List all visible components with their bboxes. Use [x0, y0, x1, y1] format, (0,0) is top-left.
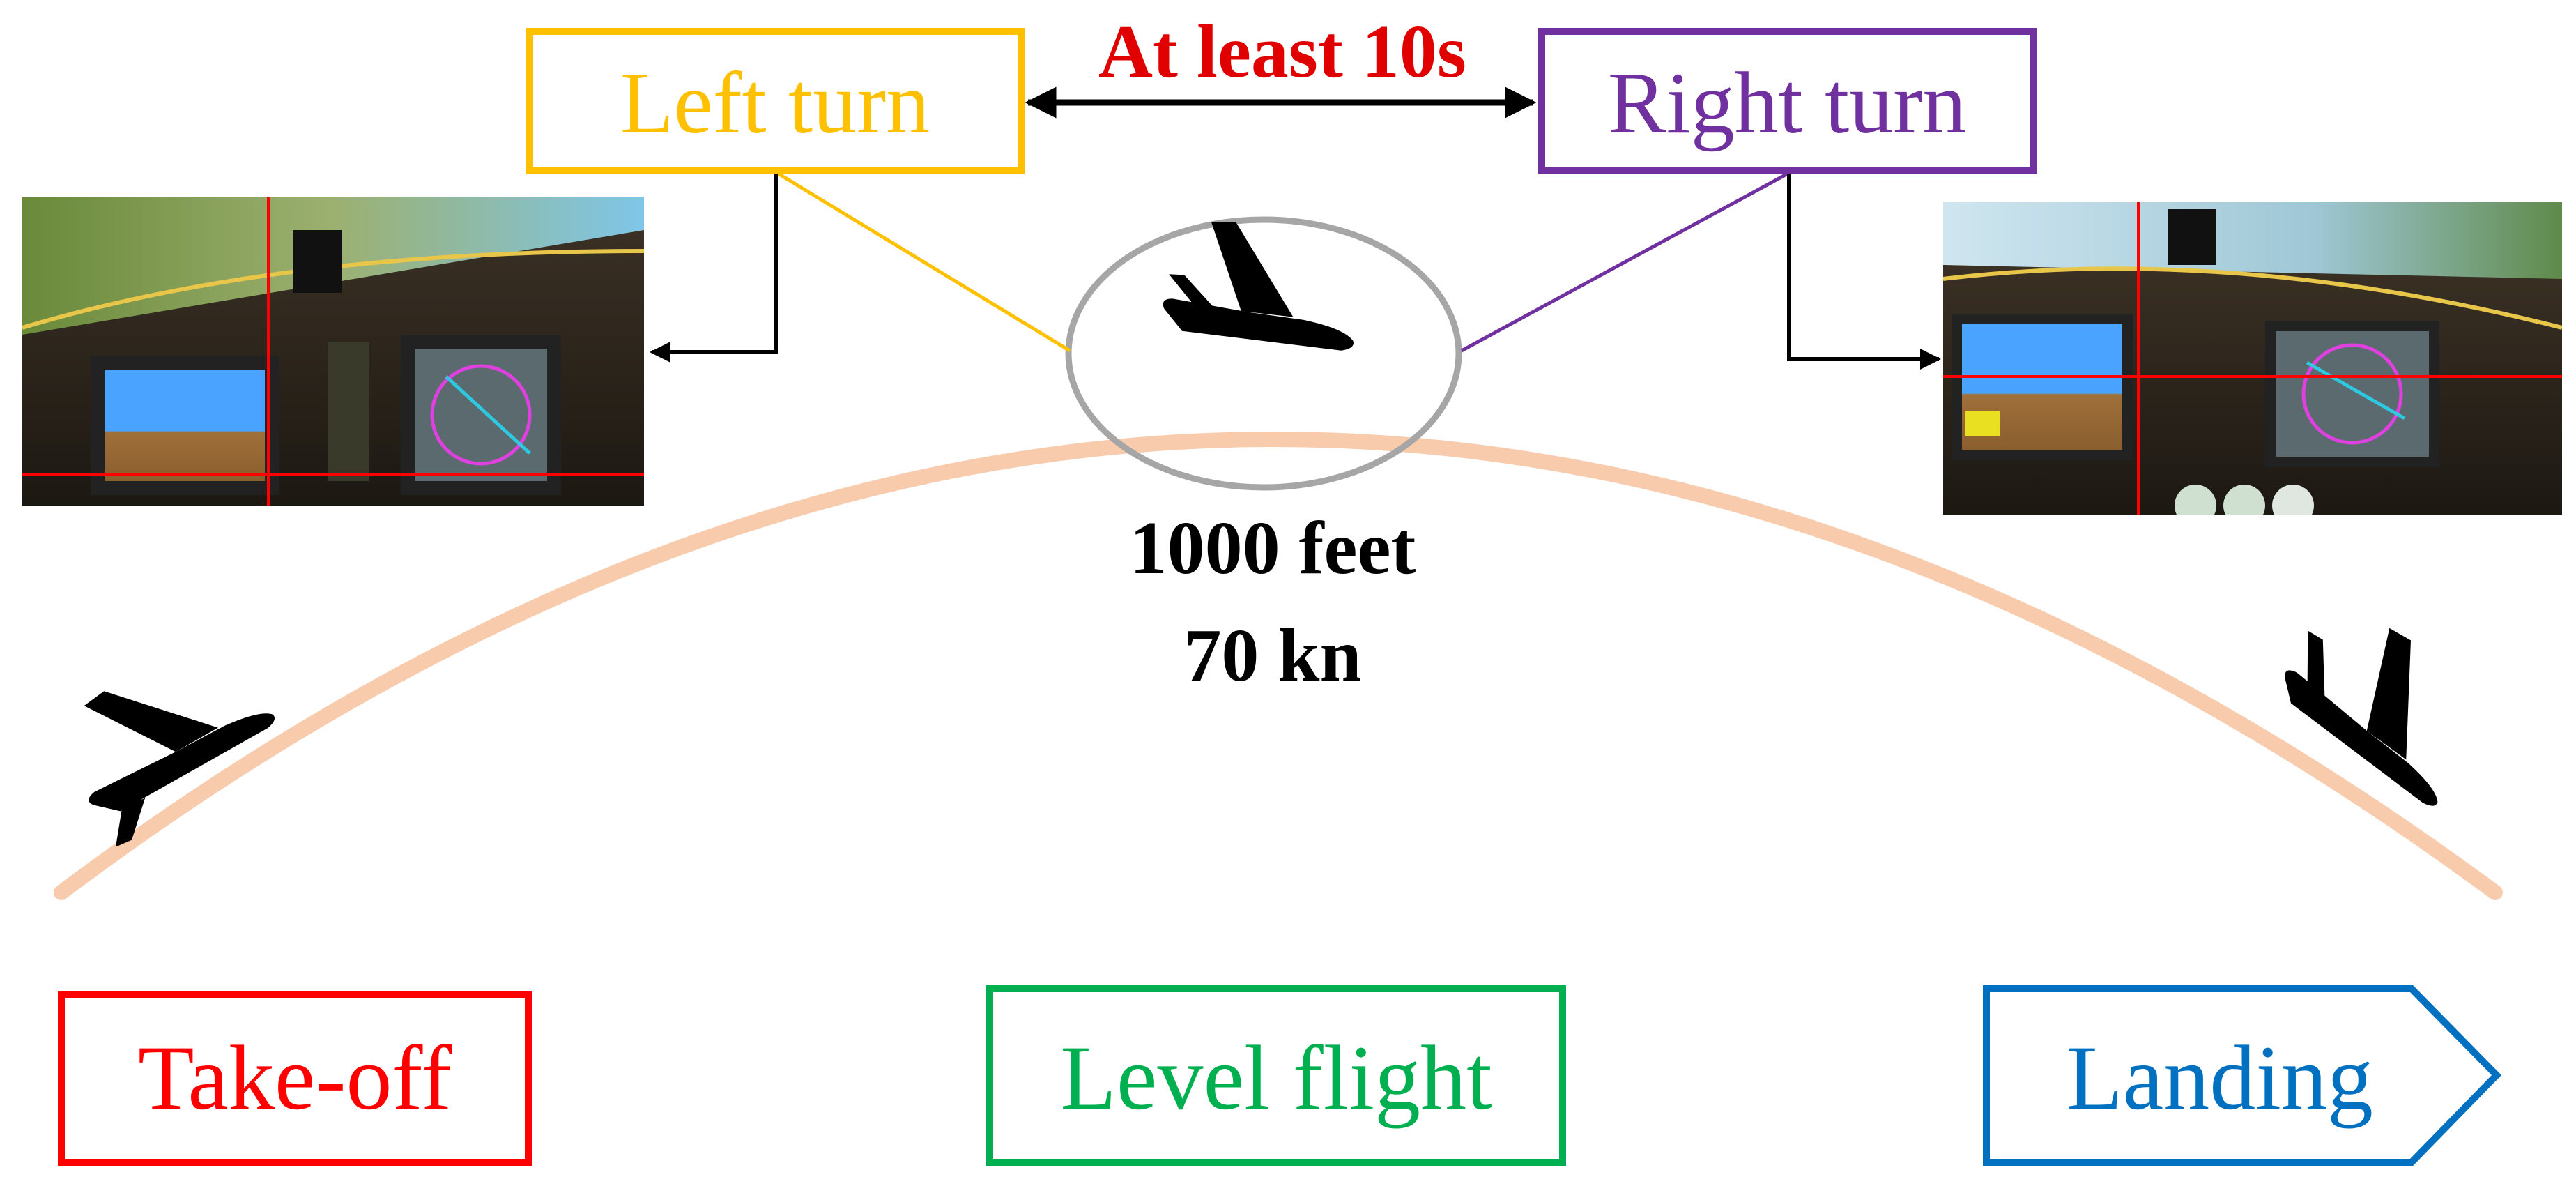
right-turn-connector [1460, 171, 1791, 353]
airplane-landing-icon [2285, 628, 2438, 806]
landing-label: Landing [2067, 1026, 2373, 1129]
cockpit-view-right-turn [1943, 202, 2562, 515]
level-flight-label: Level flight [1060, 1026, 1492, 1129]
speed-label: 70 kn [1183, 614, 1361, 697]
right-turn-box [1538, 28, 2037, 174]
takeoff-box [58, 991, 532, 1166]
altitude-label: 1000 feet [1130, 507, 1416, 590]
cockpit-view-left-turn [22, 197, 644, 506]
right-turn-label: Right turn [1608, 55, 1967, 152]
flight-path-curve [54, 432, 2503, 900]
interval-label: At least 10s [1098, 10, 1466, 93]
left-turn-connector [776, 171, 1071, 353]
airplane-icon [1163, 222, 1354, 351]
left-turn-box [526, 28, 1025, 174]
right-turn-arrow [1787, 173, 1941, 370]
left-turn-label: Left turn [620, 55, 930, 152]
level-flight-box [986, 985, 1566, 1166]
apex-ellipse [1065, 216, 1462, 491]
takeoff-label: Take-off [138, 1026, 452, 1129]
landing-arrow-box [1983, 985, 2502, 1166]
airplane-takeoff-icon [84, 691, 275, 847]
left-turn-arrow [650, 173, 778, 363]
